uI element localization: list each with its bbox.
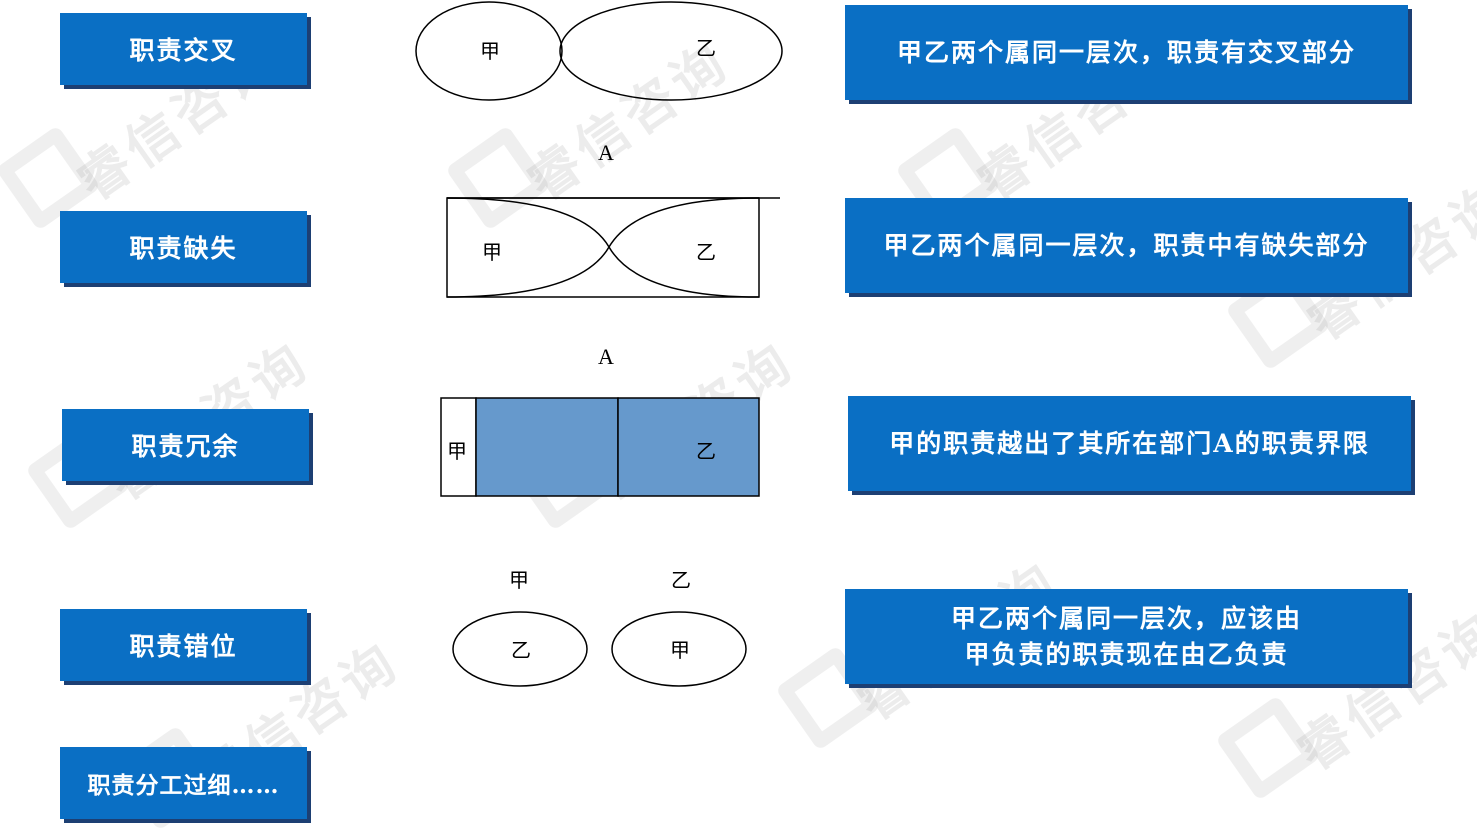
dept-a-label-2: A bbox=[598, 344, 614, 369]
misplaced-top-jia: 甲 bbox=[509, 568, 529, 592]
misplaced-left-yi: 乙 bbox=[511, 638, 531, 662]
ellipse-jia bbox=[415, 1, 563, 101]
diagram-cross: 甲 乙 bbox=[415, 1, 783, 101]
label-redundant: 职责冗余 bbox=[62, 409, 309, 481]
redundant-shared-box bbox=[475, 397, 619, 497]
desc-cross: 甲乙两个属同一层次，职责有交叉部分 bbox=[845, 5, 1408, 100]
missing-yi-shape bbox=[608, 197, 760, 298]
diagram-misplaced: 甲 乙 乙 甲 bbox=[452, 568, 747, 687]
diagram-missing: 甲 乙 bbox=[446, 197, 780, 298]
label-too-fine: 职责分工过细…… bbox=[60, 747, 307, 819]
label-misplaced: 职责错位 bbox=[60, 609, 307, 681]
ellipse-yi bbox=[559, 1, 783, 101]
redundant-yi-label: 乙 bbox=[696, 439, 716, 463]
cross-yi-label: 乙 bbox=[696, 36, 716, 60]
missing-jia-label: 甲 bbox=[482, 240, 502, 264]
watermark-logo-icon bbox=[1215, 695, 1321, 801]
label-missing: 职责缺失 bbox=[60, 211, 307, 283]
label-cross: 职责交叉 bbox=[60, 13, 307, 85]
desc-misplaced-line1: 甲乙两个属同一层次，应该由 bbox=[950, 603, 1302, 633]
dept-a-label-1: A bbox=[598, 140, 614, 165]
redundant-jia-box bbox=[440, 397, 477, 497]
desc-misplaced: 甲乙两个属同一层次，应该由 甲负责的职责现在由乙负责 bbox=[845, 589, 1408, 684]
redundant-jia-label: 甲 bbox=[447, 439, 467, 463]
cross-jia-label: 甲 bbox=[480, 39, 500, 63]
misplaced-right-ellipse bbox=[611, 611, 747, 687]
missing-jia-shape bbox=[446, 197, 610, 298]
misplaced-top-yi: 乙 bbox=[671, 568, 691, 592]
desc-misplaced-line2: 甲负责的职责现在由乙负责 bbox=[964, 639, 1289, 669]
missing-yi-label: 乙 bbox=[696, 240, 716, 264]
desc-redundant: 甲的职责越出了其所在部门A的职责界限 bbox=[848, 396, 1411, 491]
redundant-yi-box bbox=[617, 397, 760, 497]
misplaced-right-jia: 甲 bbox=[670, 638, 690, 662]
diagram-redundant: 甲 乙 bbox=[440, 397, 760, 497]
desc-missing: 甲乙两个属同一层次，职责中有缺失部分 bbox=[845, 198, 1408, 293]
misplaced-left-ellipse bbox=[452, 611, 588, 687]
